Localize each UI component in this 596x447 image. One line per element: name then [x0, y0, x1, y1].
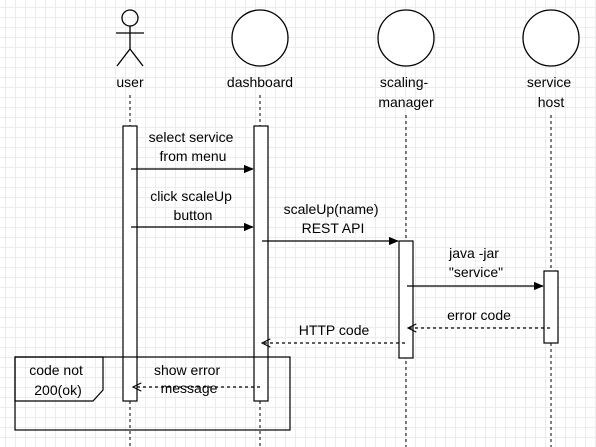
- scaling-manager-entity-icon: [377, 9, 435, 67]
- participant-label-user: user: [116, 74, 144, 90]
- participant-label-dashboard: dashboard: [227, 74, 293, 90]
- message-label: java -jar "service": [448, 245, 503, 280]
- message-http-code-return[interactable]: HTTP code: [262, 322, 405, 343]
- participant-scaling-manager[interactable]: scaling- manager: [377, 9, 435, 110]
- message-click-scaleup[interactable]: click scaleUp button: [131, 188, 254, 232]
- message-show-error-return[interactable]: show error message: [133, 362, 260, 396]
- participant-label-scaling-manager: scaling- manager: [378, 74, 434, 110]
- message-select-service[interactable]: select service from menu: [131, 129, 254, 174]
- message-label: HTTP code: [299, 322, 370, 338]
- message-scaleup-rest-api[interactable]: scaleUp(name) REST API: [262, 201, 399, 246]
- user-actor-icon: [116, 9, 144, 67]
- service-host-entity-icon: [522, 9, 580, 67]
- combined-fragment[interactable]: code not 200(ok): [14, 356, 291, 431]
- participant-dashboard[interactable]: dashboard: [227, 9, 293, 90]
- participant-user[interactable]: user: [116, 9, 144, 90]
- participant-label-service-host: service host: [527, 74, 575, 110]
- fragment-guard-label: code not 200(ok): [29, 362, 87, 398]
- participant-service-host[interactable]: service host: [522, 9, 580, 110]
- message-label: error code: [447, 307, 511, 323]
- message-java-jar[interactable]: java -jar "service": [407, 245, 544, 291]
- dashboard-entity-icon: [231, 9, 289, 67]
- activation-bar-scaling-manager: [398, 240, 414, 359]
- message-label: select service from menu: [149, 129, 238, 164]
- message-label: click scaleUp button: [150, 188, 236, 223]
- activation-bar-service-host: [543, 270, 559, 344]
- activation-bar-dashboard: [253, 125, 269, 402]
- activation-bar-user: [122, 125, 138, 402]
- fragment-guard-tab: [14, 356, 104, 402]
- message-label: scaleUp(name) REST API: [284, 201, 383, 236]
- message-error-code-return[interactable]: error code: [408, 307, 550, 328]
- message-label: show error message: [154, 362, 224, 396]
